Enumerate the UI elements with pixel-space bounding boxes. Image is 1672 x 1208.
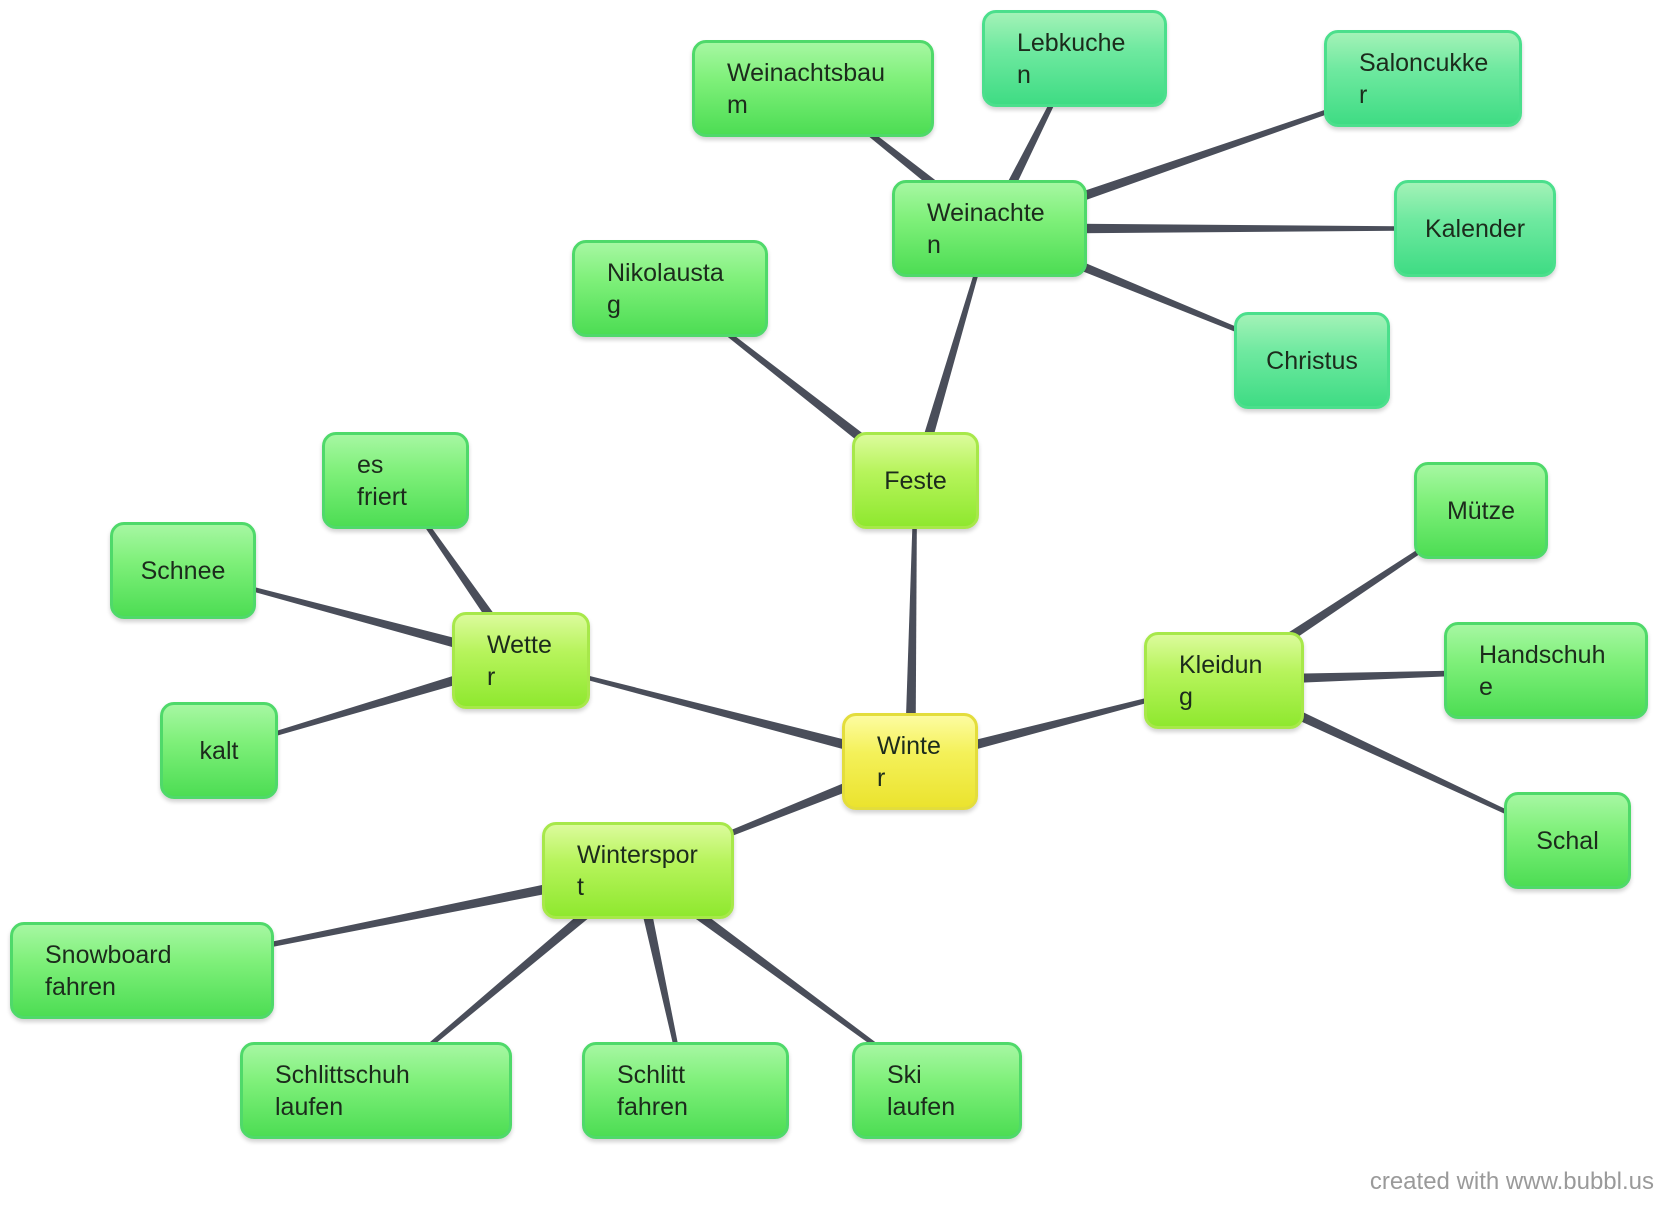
node-saloncukker[interactable]: Saloncukke r	[1324, 30, 1522, 127]
node-label-line: Weinachte	[927, 198, 1045, 227]
node-label-line: Schnee	[140, 556, 226, 585]
node-wetter[interactable]: Wette r	[452, 612, 590, 709]
node-schlitt[interactable]: Schlitt fahren	[582, 1042, 789, 1139]
node-label-line: g	[1179, 682, 1193, 711]
edge-wintersport-ski	[634, 866, 938, 1092]
node-kalender[interactable]: Kalender	[1394, 180, 1556, 277]
node-snowboard[interactable]: Snowboard fahren	[10, 922, 274, 1019]
node-kalt[interactable]: kalt	[160, 702, 278, 799]
node-schal[interactable]: Schal	[1504, 792, 1631, 889]
node-wintersport[interactable]: Winterspor t	[542, 822, 734, 919]
node-label-line: laufen	[887, 1092, 956, 1121]
node-label-line: Lebkuche	[1017, 28, 1126, 57]
node-label-line: Winte	[877, 731, 941, 760]
node-label-line: kalt	[199, 736, 239, 765]
node-nikolaustag[interactable]: Nikolausta g	[572, 240, 768, 337]
node-weinachten[interactable]: Weinachte n	[892, 180, 1087, 277]
edge-wetter-schnee	[182, 569, 523, 666]
node-label-line: Kalender	[1424, 214, 1526, 243]
node-label-line: fahren	[45, 972, 116, 1001]
edge-wintersport-schlittschuh	[375, 866, 642, 1092]
node-ski[interactable]: Ski laufen	[852, 1042, 1022, 1139]
node-label-line: Mütze	[1446, 496, 1516, 525]
node-label-line: Handschuh	[1479, 640, 1606, 669]
node-label-line: Saloncukke	[1359, 48, 1489, 77]
node-label-line: Kleidun	[1179, 650, 1263, 679]
node-schnee[interactable]: Schnee	[110, 522, 256, 619]
node-label-line: Snowboard	[45, 940, 172, 969]
node-feste[interactable]: Feste	[852, 432, 979, 529]
node-christus[interactable]: Christus	[1234, 312, 1390, 409]
edge-wintersport-schlitt	[632, 869, 688, 1091]
edge-weinachten-saloncukker	[987, 77, 1424, 234]
node-label-line: m	[727, 90, 748, 119]
node-label-line: Winterspor	[577, 840, 698, 869]
node-esfriert[interactable]: es friert	[322, 432, 469, 529]
edge-winter-wetter	[520, 659, 912, 767]
node-label-line: Wette	[487, 630, 552, 659]
node-label-line: laufen	[275, 1092, 344, 1121]
node-label-line: n	[1017, 60, 1031, 89]
node-winter[interactable]: Winte r	[842, 713, 978, 810]
node-label-line: Ski	[887, 1060, 922, 1089]
node-label-line: fahren	[617, 1092, 688, 1121]
node-kleidung[interactable]: Kleidun g	[1144, 632, 1304, 729]
node-label-line: t	[577, 872, 584, 901]
node-label-line: r	[877, 763, 886, 792]
node-handschuhe[interactable]: Handschuh e	[1444, 622, 1648, 719]
node-label-line: es	[357, 450, 384, 479]
node-label-line: n	[927, 230, 941, 259]
node-label-line: Feste	[884, 466, 947, 495]
node-label-line: Schlittschuh	[275, 1060, 410, 1089]
node-label-line: g	[607, 290, 621, 319]
node-label-line: Schal	[1536, 826, 1599, 855]
edge-weinachten-kalender	[989, 223, 1475, 234]
edge-kleidung-schal	[1221, 675, 1569, 842]
node-muetze[interactable]: Mütze	[1414, 462, 1548, 559]
credit-text: created with www.bubbl.us	[1369, 1168, 1654, 1195]
node-label-line: e	[1479, 672, 1493, 701]
node-label-line: Weinachtsbau	[727, 58, 885, 87]
edge-wetter-kalt	[218, 655, 523, 752]
node-label-line: r	[1359, 80, 1368, 109]
node-schlittschuh[interactable]: Schlittschuh laufen	[240, 1042, 512, 1139]
node-lebkuchen[interactable]: Lebkuche n	[982, 10, 1167, 107]
node-label-line: Schlitt	[617, 1060, 686, 1089]
edge-winter-feste	[904, 480, 918, 762]
node-label-line: r	[487, 662, 496, 691]
node-label-line: Christus	[1266, 346, 1358, 375]
edge-feste-weinachten	[910, 228, 991, 482]
node-label-line: Nikolausta	[607, 258, 724, 287]
node-label-line: friert	[357, 482, 407, 511]
node-weinachtsbaum[interactable]: Weinachtsbau m	[692, 40, 934, 137]
